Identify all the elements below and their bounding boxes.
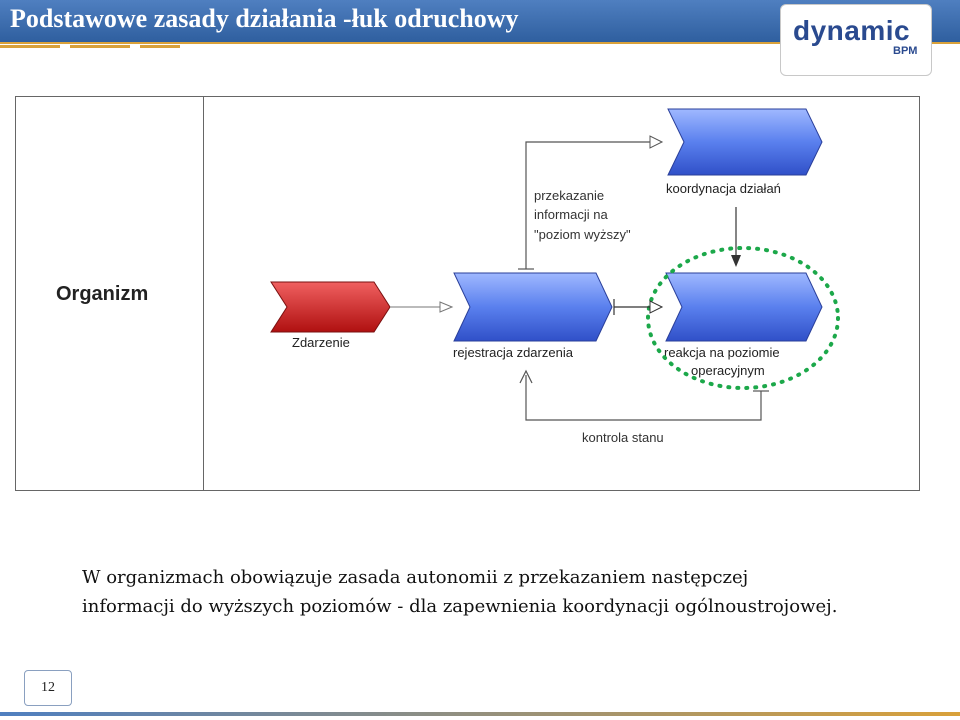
registration-label: rejestracja zdarzenia	[453, 345, 574, 360]
coordination-label: koordynacja działań	[666, 181, 781, 196]
process-diagram: Zdarzenie rejestracja zdarzenia koordyna…	[270, 108, 840, 445]
lane-label: Organizm	[56, 283, 149, 305]
edge-escalation-arrowhead	[649, 135, 664, 149]
event-shape	[270, 281, 391, 333]
slide-caption: W organizmach obowiązuje zasada autonomi…	[82, 567, 838, 617]
diagram-frame: Organizm Zdarzenie rejestracja zdarzenia…	[15, 96, 920, 491]
event-label: Zdarzenie	[292, 335, 350, 350]
reaction-label-line1: reakcja na poziomie	[664, 345, 780, 360]
highlight-circle	[646, 246, 840, 390]
slide-title: Podstawowe zasady działania -łuk odrucho…	[10, 4, 519, 33]
logo-subtitle: BPM	[893, 45, 918, 57]
lane-divider	[203, 97, 204, 490]
title-stripes	[0, 42, 960, 48]
reaction-shape	[665, 272, 823, 342]
footer-line	[0, 712, 960, 716]
control-label: kontrola stanu	[582, 430, 664, 445]
edge-control	[525, 375, 762, 421]
registration-shape	[453, 272, 613, 342]
escalation-label-line3: "poziom wyższy"	[534, 227, 631, 242]
company-logo: dynamic BPM	[780, 4, 932, 76]
edge-event-registration-arrowhead	[439, 301, 454, 313]
page-number: 12	[24, 670, 72, 706]
edge-coordination-reaction-arrowhead	[731, 255, 741, 267]
edge-registration-reaction-arrowhead	[649, 300, 664, 314]
logo-wordmark: dynamic	[793, 15, 911, 46]
edge-control-arrowhead	[519, 369, 533, 384]
coordination-shape	[667, 108, 823, 176]
reaction-label-line2: operacyjnym	[691, 363, 765, 378]
escalation-label-line2: informacji na	[534, 207, 608, 222]
edge-escalation	[525, 141, 656, 269]
escalation-label-line1: przekazanie	[534, 188, 604, 203]
